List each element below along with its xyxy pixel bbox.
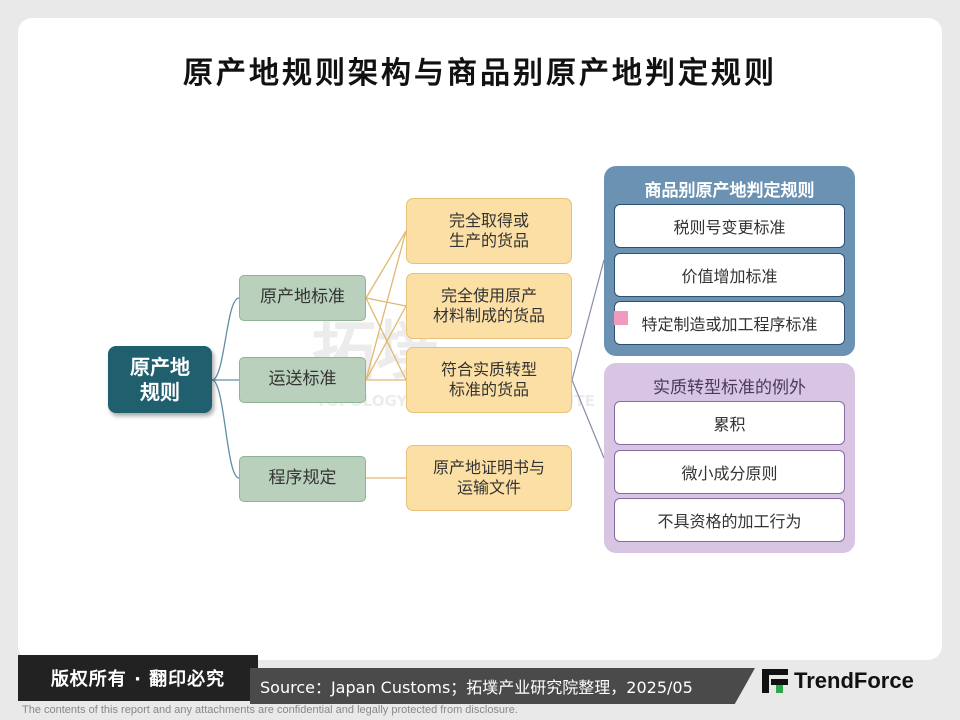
highlight-marker	[614, 311, 628, 325]
connector-l1a-l2b	[365, 297, 407, 307]
level2-node-substantial-transformation: 符合实质转型 标准的货品	[406, 347, 572, 413]
trendforce-logo-text: TrendForce	[794, 668, 914, 693]
exception-item-cumulation: 累积	[614, 401, 845, 445]
rule-item-tariff-shift: 税则号变更标准	[614, 204, 845, 248]
connector-l1a-l2a	[365, 230, 407, 299]
disclaimer-text: The contents of this report and any atta…	[22, 704, 518, 716]
panel-transformation-exceptions-title: 实质转型标准的例外	[653, 378, 806, 398]
trendforce-logo-icon	[762, 668, 788, 694]
connector-l1a-l2c	[365, 297, 407, 381]
exception-item-non-qualifying: 不具资格的加工行为	[614, 498, 845, 542]
connector-l2c-panel-rules	[571, 259, 605, 381]
level2-node-wholly-obtained: 完全取得或 生产的货品	[406, 198, 572, 264]
copyright-label: 版权所有 · 翻印必究	[18, 655, 258, 701]
level1-node-shipping-criteria: 运送标准	[239, 357, 366, 403]
connector-l1b-l2a	[365, 230, 407, 381]
level2-node-originating-materials: 完全使用原产 材料制成的货品	[406, 273, 572, 339]
connector-l2c-panel-exceptions	[571, 379, 605, 459]
panel-product-specific-rules: 商品别原产地判定规则 税则号变更标准 价值增加标准 特定制造或加工程序标准	[604, 166, 855, 356]
connector-root-l1c	[211, 379, 240, 479]
connector-l1b-l2b	[365, 305, 407, 381]
connector-root-l1a	[211, 297, 240, 381]
trendforce-logo: TrendForce	[762, 664, 914, 698]
source-label: Source：Japan Customs；拓墣产业研究院整理，2025/05	[250, 668, 755, 704]
page-title: 原产地规则架构与商品别原产地判定规则	[183, 56, 777, 91]
panel-transformation-exceptions: 实质转型标准的例外 累积 微小成分原则 不具资格的加工行为	[604, 363, 855, 553]
root-node: 原产地 规则	[108, 346, 212, 413]
level1-node-procedure: 程序规定	[239, 456, 366, 502]
level2-node-certificate-documents: 原产地证明书与 运输文件	[406, 445, 572, 511]
rule-item-value-added: 价值增加标准	[614, 253, 845, 297]
level1-node-origin-criteria: 原产地标准	[239, 275, 366, 321]
panel-product-specific-rules-title: 商品别原产地判定规则	[644, 181, 815, 201]
rule-item-specific-process: 特定制造或加工程序标准	[614, 301, 845, 345]
exception-item-de-minimis: 微小成分原则	[614, 450, 845, 494]
